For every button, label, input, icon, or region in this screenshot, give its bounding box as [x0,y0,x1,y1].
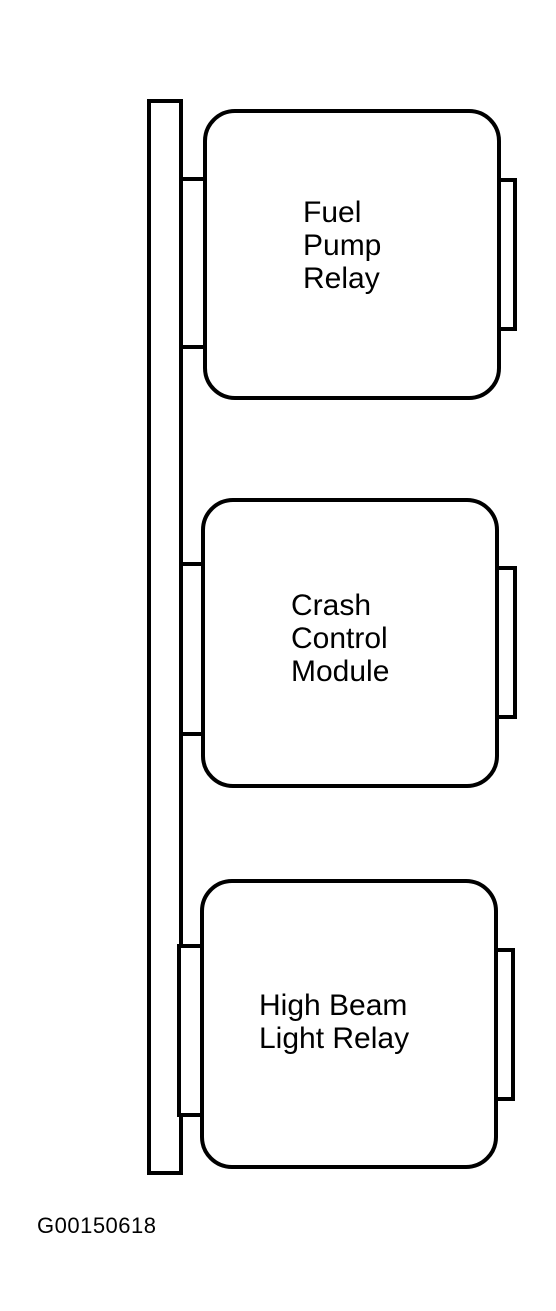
label-line: Control [291,622,388,655]
label-line: Fuel [303,196,361,229]
label-line: Relay [303,262,380,295]
relay-body [200,879,498,1169]
left-terminal [177,944,204,1117]
module-body [201,498,499,788]
label-line: High Beam [259,989,407,1022]
component-crash-control-module: Crash Control Module [179,498,517,788]
component-label: Fuel Pump Relay [303,196,390,295]
mounting-rail [147,99,183,1175]
label-line: Light Relay [259,1022,409,1055]
relay-body [203,109,501,400]
label-line: Module [291,655,389,688]
label-line: Crash [291,589,371,622]
label-line: Pump [303,229,381,262]
component-fuel-pump-relay: Fuel Pump Relay [179,109,517,400]
left-terminal [179,562,205,736]
figure-id: G00150618 [37,1213,157,1238]
left-terminal [179,177,207,349]
component-label: High Beam Light Relay [259,989,416,1055]
component-high-beam-light-relay: High Beam Light Relay [177,879,515,1169]
component-label: Crash Control Module [291,589,396,688]
